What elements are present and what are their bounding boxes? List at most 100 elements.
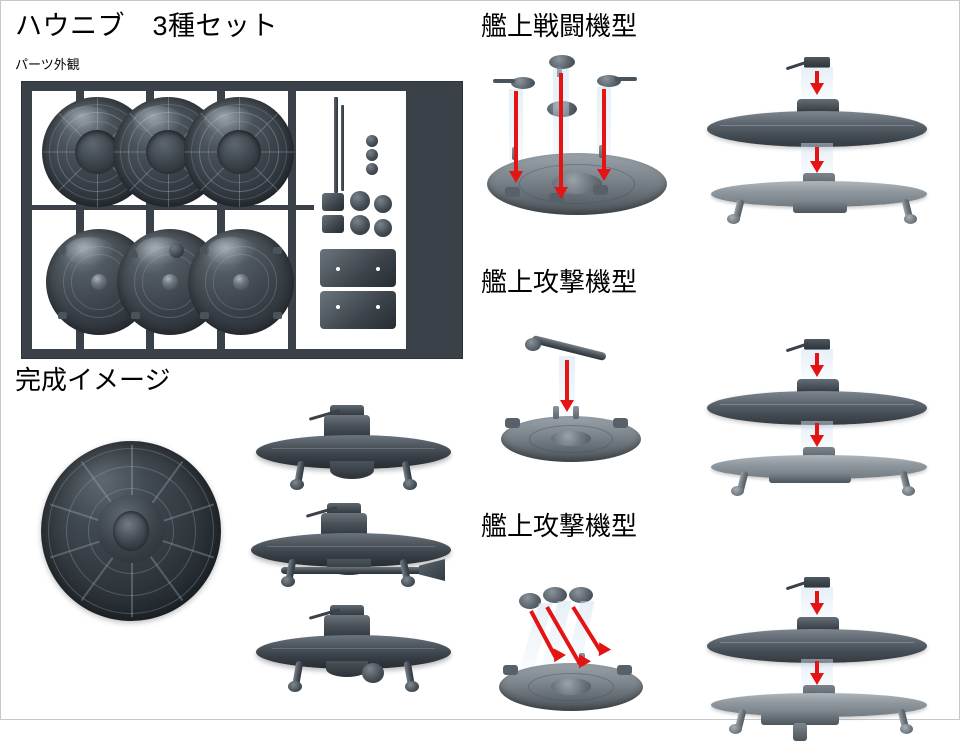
upper-saucer [707, 391, 927, 425]
exploded-part-center-top [549, 55, 575, 69]
assembly-arrow-head [810, 435, 824, 447]
detail-spoke [97, 97, 98, 152]
assembly-arrow [565, 360, 569, 402]
assembly-arrow-head [597, 169, 611, 181]
detail-hub-hole [226, 138, 252, 163]
landing-foot [731, 486, 744, 496]
detail-ring [48, 448, 214, 614]
detail-ring [720, 641, 914, 643]
sprue-part-turret-2 [322, 215, 344, 233]
assembly-arrow [602, 89, 606, 171]
exploded-bomb-3 [569, 587, 593, 603]
turret [330, 405, 364, 418]
landing-foot [401, 576, 415, 587]
detail-spoke [239, 97, 240, 152]
sprue-part-small-2 [366, 149, 378, 161]
under-gear [793, 201, 847, 213]
assembly-heading-1: 艦上戦闘機型 [481, 11, 638, 41]
detail-foot-tab [129, 251, 138, 258]
sprue-hole [382, 153, 386, 157]
sprue-runner [32, 205, 452, 210]
mount-peg [553, 406, 559, 419]
sprue-runner [217, 91, 225, 349]
mount-clip [503, 665, 518, 675]
landing-foot [900, 724, 913, 734]
sprue-runner [146, 91, 154, 349]
mount-peg [579, 653, 585, 666]
turret-part [804, 339, 830, 350]
torpedo [281, 567, 427, 574]
mount-clip [505, 187, 520, 197]
page-title: ハウニブ 3種セット [15, 11, 279, 41]
completed-side-view-fighter [256, 399, 451, 490]
sprue-part-small-3 [366, 163, 378, 175]
detail-ring [720, 124, 914, 126]
assembly-arrow [815, 147, 819, 163]
sprue-hole [382, 139, 386, 143]
completed-side-view-attacker-torpedo [251, 501, 451, 587]
assembly-exploded-2 [491, 326, 701, 466]
sprue-part-gear-4 [374, 219, 392, 237]
parts-overview-heading: パーツ外観 [15, 57, 80, 72]
landing-foot [904, 214, 917, 224]
detail-foot-tab [200, 312, 209, 319]
detail-foot-tab [273, 312, 282, 319]
mount-clip [613, 418, 628, 428]
bomb [362, 663, 384, 683]
assembly-arrow [815, 353, 819, 367]
landing-foot [902, 486, 915, 496]
completed-top-view [41, 441, 221, 621]
sprue-part-dome-3 [184, 97, 295, 207]
sprue-part-turret-1 [322, 193, 344, 211]
landing-foot [405, 681, 419, 692]
completed-image-heading: 完成イメージ [15, 365, 171, 395]
exploded-bomb-2 [543, 587, 567, 603]
sprue-part-rod-2 [341, 105, 344, 191]
completed-side-view-attacker-bomb [256, 601, 451, 692]
landing-foot [729, 724, 742, 734]
detail-foot-tab [58, 247, 67, 254]
assembly-arrow [514, 91, 518, 173]
assembly-arrow-head [810, 673, 824, 685]
landing-foot [403, 479, 417, 490]
detail-ring [87, 487, 175, 575]
detail-spoke [239, 152, 240, 207]
detail-hub-hole [155, 138, 181, 163]
detail-spoke [97, 152, 98, 207]
belly-pod [330, 461, 374, 479]
assembly-arrow-head [810, 83, 824, 95]
mount-clip [505, 418, 520, 428]
sprue-small-parts-group [314, 91, 406, 349]
under-bomb-pylon [793, 723, 807, 741]
exploded-part-right-arm [615, 77, 637, 81]
detail-spoke [131, 531, 133, 617]
detail-ring [527, 672, 615, 702]
assembly-heading-2: 艦上攻撃機型 [481, 267, 638, 297]
assembly-stack-3 [701, 561, 951, 741]
detail-spoke [42, 151, 98, 153]
sprue-runner [76, 91, 84, 349]
detail-foot-tab [200, 247, 209, 254]
mount-clip [593, 185, 608, 195]
detail-hub [550, 678, 592, 695]
assembly-arrow [815, 71, 819, 85]
assembly-arrow-head [554, 187, 568, 199]
landing-foot [288, 681, 302, 692]
assembly-exploded-3 [491, 571, 701, 711]
detail-hub-hole [84, 138, 110, 163]
exploded-part-left-arm [493, 79, 515, 83]
assembly-stack-2 [701, 311, 951, 496]
landing-foot [281, 576, 295, 587]
exploded-bomb-1 [519, 593, 541, 609]
assembly-arrow [815, 591, 819, 605]
detail-foot-tab [58, 312, 67, 319]
detail-hub [551, 430, 591, 447]
sprue-runner [288, 91, 296, 349]
sprue-part-leg-block-1 [320, 249, 396, 287]
detail-ring [529, 425, 613, 453]
detail-spoke [113, 151, 169, 153]
detail-ring [208, 121, 270, 183]
assembly-arrow-head [810, 161, 824, 173]
sprue-runner-right-block [406, 91, 452, 349]
sprue-parts-tree [21, 81, 463, 359]
